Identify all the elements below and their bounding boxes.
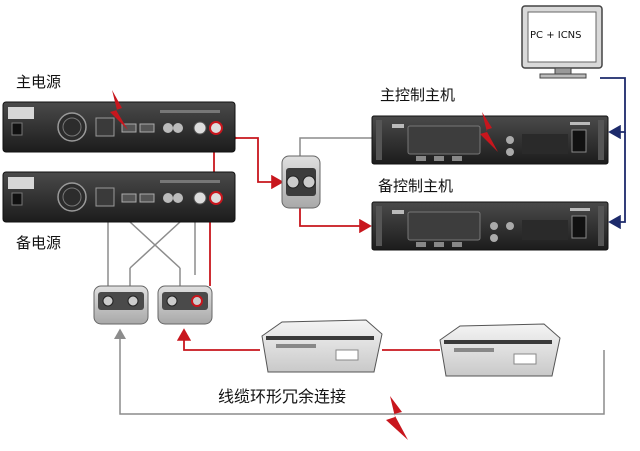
pc-monitor: [521, 5, 603, 79]
backup-controller-unit: [371, 201, 609, 251]
splitter-left: [93, 285, 149, 325]
trunk-splitter-hub: [281, 155, 321, 209]
pc-to-main-ctrl: [600, 77, 626, 140]
main-controller-label: 主控制主机: [380, 86, 456, 104]
hub-to-backup-ctrl-red: [299, 208, 372, 234]
power-to-hub-red: [225, 130, 284, 190]
splitter-right: [157, 285, 213, 325]
pc-to-backup-ctrl: [608, 132, 626, 230]
ring-caption: 线缆环形冗余连接: [218, 387, 347, 406]
ring-return-gray: [114, 328, 605, 415]
main-power-label: 主电源: [16, 73, 62, 91]
delegate-unit-1: [261, 319, 383, 373]
backup-controller-label: 备控制主机: [378, 177, 454, 195]
gray-cross-cables: [107, 221, 196, 286]
backup-power-label: 备电源: [16, 234, 62, 252]
fault-bolt-ring: [386, 396, 408, 440]
fault-bolt-power: [110, 90, 128, 130]
backup-power-unit: [2, 171, 236, 223]
delegate-unit-2: [439, 323, 561, 377]
hub-to-main-ctrl-gray: [299, 137, 372, 156]
main-power-unit: [2, 101, 236, 153]
ring-left-red: [176, 328, 260, 351]
fault-bolt-controller: [480, 112, 498, 152]
pc-screen-label: PC + ICNS: [530, 30, 582, 41]
